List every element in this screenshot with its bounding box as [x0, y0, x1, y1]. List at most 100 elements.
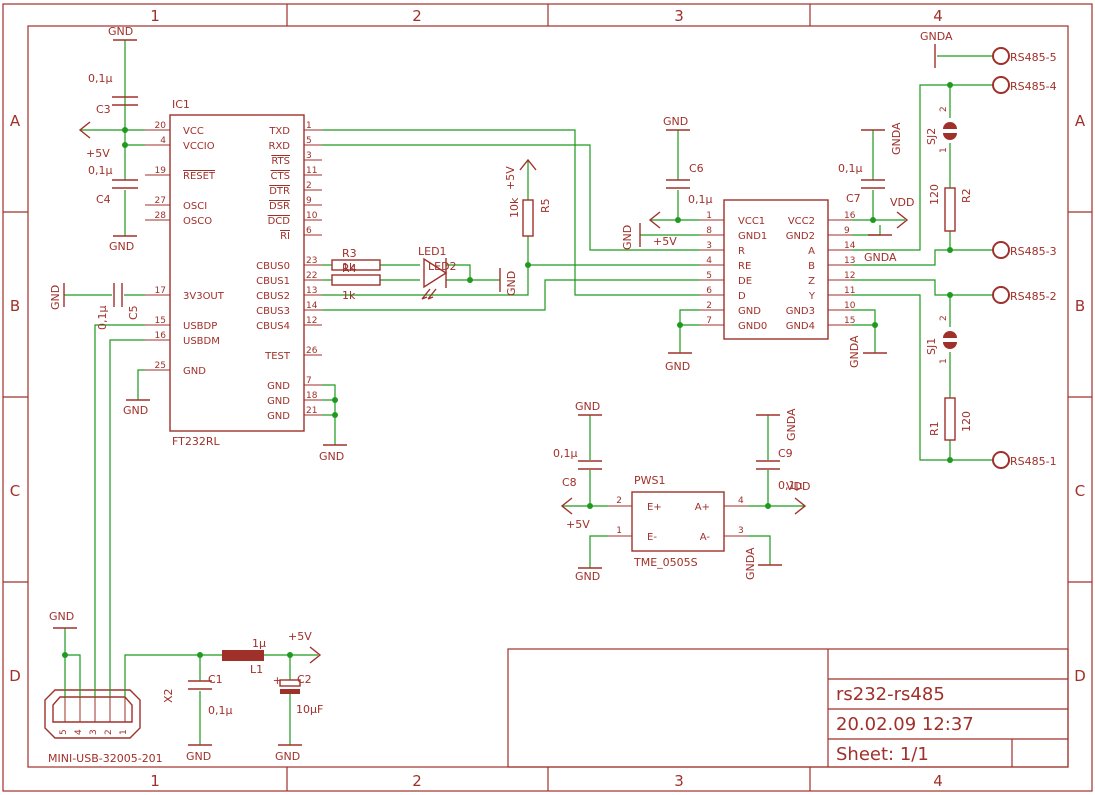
pin-name: RTS [271, 156, 290, 167]
pin-number: 23 [306, 256, 317, 266]
frame-col-label: 4 [933, 7, 943, 25]
l1-name: L1 [250, 663, 263, 676]
gnda-label: GNDA [848, 335, 861, 368]
c2-value: 10µF [296, 703, 323, 716]
frame-col-label: 1 [150, 772, 160, 790]
pin-name: GND [267, 411, 290, 422]
frame-col-label: 2 [412, 772, 422, 790]
c2-name: C2 [297, 673, 312, 686]
led1-name: LED1 [418, 245, 447, 258]
supply-symbols: GND GND +5V GND GND GND GND GND GND +5V … [49, 25, 953, 763]
pin-name: CTS [271, 171, 290, 182]
ic2-transceiver: 1 8 3 4 5 6 2 7 VCC1 GND1 R RE DE D GND … [700, 199, 856, 340]
pin-name: GND1 [738, 231, 767, 242]
pin-name: A [808, 246, 815, 257]
capacitor-c3: C3 0,1µ [88, 72, 138, 116]
gnd-label: GND [186, 750, 211, 763]
pin-name: CBUS4 [256, 321, 290, 332]
capacitor-c6: C6 0,1µ [666, 162, 713, 206]
ic1-name: IC1 [172, 98, 190, 111]
capacitor-c8: C8 0,1µ [553, 447, 602, 489]
pin-number: 8 [706, 226, 712, 236]
pin-number: 6 [306, 226, 312, 236]
p5v-label: +5V [566, 518, 590, 531]
c4-name: C4 [96, 193, 111, 206]
pin-name: R [738, 246, 745, 257]
pws1-name: PWS1 [634, 474, 666, 487]
frame-row-label: A [1075, 112, 1086, 130]
pin-number: 25 [155, 361, 166, 371]
c8-value: 0,1µ [553, 447, 578, 460]
r5-value: 10k [508, 197, 521, 218]
capacitor-c7: C7 0,1µ [838, 162, 885, 205]
pin-number: 3 [738, 526, 744, 536]
capacitor-c4: C4 0,1µ [88, 164, 138, 206]
resistor-r5: R5 10k [508, 197, 552, 237]
pin-number: 1 [939, 147, 949, 153]
r1-value: 120 [960, 411, 973, 432]
gnd-label: GND [49, 610, 74, 623]
pin-number: 13 [306, 286, 317, 296]
pin-name: VCC1 [738, 216, 765, 227]
gnd-label: GND [663, 115, 688, 128]
pin-number: 2 [939, 106, 949, 112]
pin-number: 28 [155, 211, 167, 221]
c7-name: C7 [846, 192, 861, 205]
pin-number: 9 [306, 196, 312, 206]
led2-name: LED2 [428, 260, 457, 273]
frame-col-label: 3 [674, 772, 684, 790]
pin-number: 5 [706, 271, 712, 281]
c1-value: 0,1µ [208, 704, 233, 717]
pin-name: GND [183, 366, 206, 377]
resistor-r1: R1 120 [928, 397, 973, 441]
pin-number: 4 [160, 136, 166, 146]
pin-name: GND4 [786, 321, 815, 332]
c7-value: 0,1µ [838, 162, 863, 175]
r2-value: 120 [928, 184, 941, 205]
c3-name: C3 [96, 103, 111, 116]
pin-number: 2 [616, 496, 622, 506]
pin-number: 1 [616, 526, 622, 536]
pin-name: TEST [264, 351, 291, 362]
pin-number: 11 [844, 286, 855, 296]
pin-name: RXD [269, 141, 291, 152]
pin-number: 12 [306, 316, 317, 326]
pin-number: 7 [706, 316, 712, 326]
pws1-dcdc: PWS1 TME_0505S 2 1 4 3 E+ E- A+ A- [608, 474, 748, 569]
pin-name: Z [808, 276, 815, 287]
pin-number: 26 [306, 346, 318, 356]
sj2-name: SJ2 [925, 128, 938, 145]
gnda-label: GNDA [864, 251, 897, 264]
pin-number: 5 [306, 136, 312, 146]
pin-number: 6 [706, 286, 712, 296]
pin-name: OSCI [183, 201, 207, 212]
gnd-label: GND [621, 225, 634, 250]
gnd-label: GND [575, 570, 600, 583]
p5v-label: +5V [653, 235, 677, 248]
pin-name: RESET [183, 171, 216, 182]
ic1-left-pins: 20 4 19 27 28 17 15 16 25 VCC VCCIO RESE… [145, 121, 225, 377]
rs485-5-label: RS485-5 [1010, 51, 1057, 64]
gnd-label: GND [123, 404, 148, 417]
junction-dots [62, 82, 953, 658]
pin-name: CBUS1 [256, 276, 290, 287]
pin-name: VCCIO [183, 141, 215, 152]
gnda-label: GNDA [920, 30, 953, 43]
jumper-sj1: SJ1 2 1 [925, 315, 957, 364]
ic2-right-pins: 16 9 14 13 12 11 10 15 VCC2 GND2 A B Z Y… [786, 211, 856, 332]
pin-name: E- [647, 532, 657, 543]
pin-name: A- [700, 532, 711, 543]
frame-row-label: D [9, 667, 21, 685]
r1-name: R1 [928, 421, 941, 436]
ic1-right-pins: 1 5 3 11 2 9 10 6 23 22 13 14 12 26 7 18… [256, 121, 322, 422]
gnd-label: GND [108, 25, 133, 38]
drawing-date: 20.02.09 12:37 [836, 714, 974, 735]
pws1-value: TME_0505S [633, 556, 698, 569]
c3-value: 0,1µ [88, 72, 113, 85]
led-led1-led2: LED1 LED2 [418, 245, 457, 300]
gnd-label: GND [319, 450, 344, 463]
pin-name: VCC [183, 126, 204, 137]
pin-name: Y [808, 291, 816, 302]
pin-number: 19 [155, 166, 167, 176]
